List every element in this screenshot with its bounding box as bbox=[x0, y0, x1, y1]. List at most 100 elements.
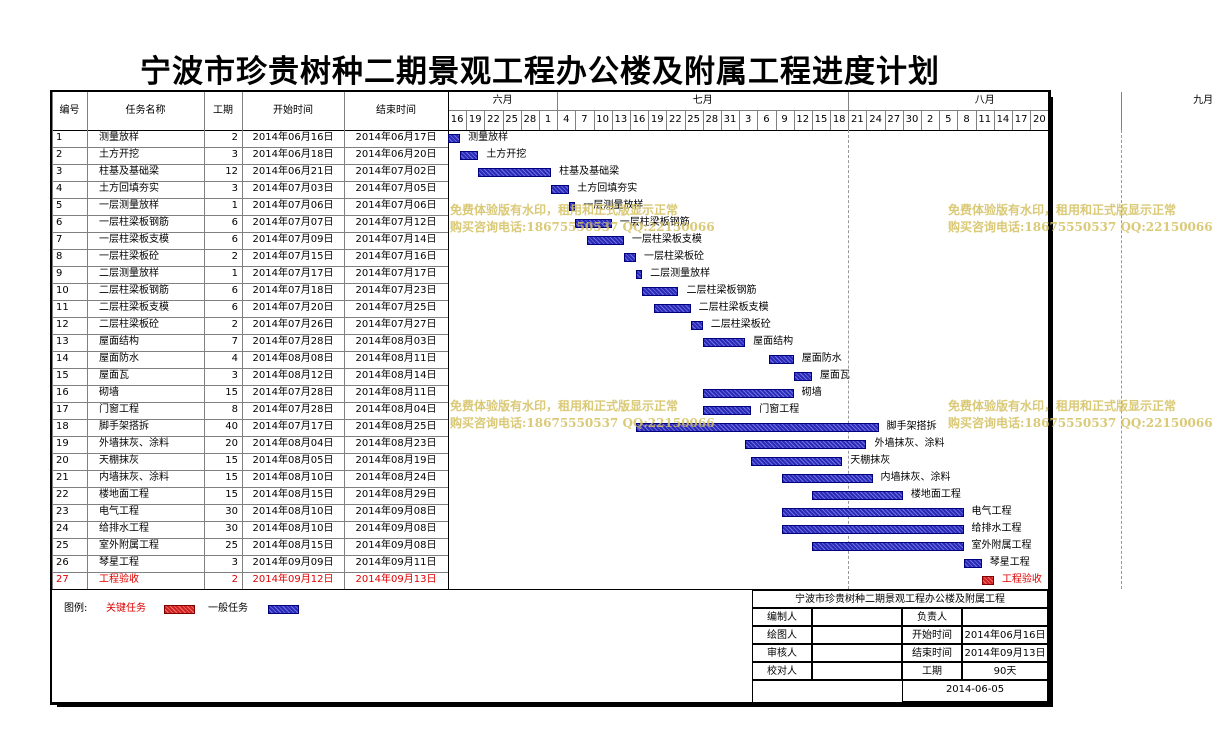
task-bar[interactable] bbox=[690, 321, 703, 330]
title-block-blank bbox=[812, 608, 902, 626]
month-header: 九月 bbox=[1193, 95, 1214, 106]
day-tick-divider bbox=[739, 110, 741, 130]
task-duration: 1 bbox=[231, 200, 238, 211]
task-end: 2014年09月11日 bbox=[355, 557, 437, 568]
task-name: 柱基及基础梁 bbox=[99, 166, 159, 177]
task-bar[interactable] bbox=[636, 270, 643, 279]
task-bar[interactable] bbox=[781, 474, 873, 483]
day-tick-divider bbox=[666, 110, 668, 130]
task-duration: 8 bbox=[231, 404, 238, 415]
day-tick-divider bbox=[593, 110, 595, 130]
task-bar[interactable] bbox=[751, 457, 843, 466]
task-end: 2014年08月23日 bbox=[355, 438, 437, 449]
row-gridline bbox=[52, 470, 448, 471]
task-bar[interactable] bbox=[793, 372, 812, 381]
task-bar[interactable] bbox=[702, 389, 794, 398]
day-tick-divider bbox=[921, 110, 923, 130]
row-gridline bbox=[52, 300, 448, 301]
task-bar[interactable] bbox=[811, 542, 964, 551]
title-block-end-label: 结束时间 bbox=[902, 644, 962, 662]
day-tick-divider bbox=[993, 110, 995, 130]
task-bar[interactable] bbox=[781, 525, 964, 534]
task-end: 2014年07月23日 bbox=[355, 285, 437, 296]
task-id: 5 bbox=[56, 200, 63, 211]
task-bar-label: 屋面结构 bbox=[753, 336, 794, 347]
task-bar[interactable] bbox=[654, 304, 691, 313]
critical-task-bar[interactable] bbox=[981, 576, 994, 585]
row-gridline bbox=[52, 385, 448, 386]
day-tick-divider bbox=[830, 110, 832, 130]
task-end: 2014年07月16日 bbox=[355, 251, 437, 262]
row-gridline bbox=[52, 436, 448, 437]
day-tick-divider bbox=[684, 110, 686, 130]
legend-critical-swatch bbox=[164, 605, 195, 614]
task-start: 2014年07月07日 bbox=[252, 217, 334, 228]
task-bar[interactable] bbox=[769, 355, 794, 364]
row-gridline bbox=[52, 334, 448, 335]
task-bar[interactable] bbox=[636, 423, 879, 432]
task-bar[interactable] bbox=[702, 406, 752, 415]
task-start: 2014年08月10日 bbox=[252, 506, 334, 517]
day-tick-label: 7 bbox=[581, 114, 588, 125]
watermark-text: 免费体验版有水印，租用和正式版显示正常 bbox=[948, 399, 1177, 413]
task-end: 2014年07月14日 bbox=[355, 234, 437, 245]
day-tick-label: 9 bbox=[781, 114, 788, 125]
month-header: 八月 bbox=[974, 95, 995, 106]
task-start: 2014年07月18日 bbox=[252, 285, 334, 296]
task-bar[interactable] bbox=[460, 151, 479, 160]
day-tick-label: 19 bbox=[468, 114, 482, 125]
task-duration: 15 bbox=[225, 455, 238, 466]
task-bar[interactable] bbox=[569, 202, 576, 211]
task-id: 22 bbox=[56, 489, 69, 500]
title-block-checker-label: 校对人 bbox=[752, 662, 812, 680]
title-block-blank bbox=[812, 626, 902, 644]
row-gridline bbox=[52, 572, 448, 573]
task-end: 2014年08月29日 bbox=[355, 489, 437, 500]
task-bar-label: 屋面瓦 bbox=[819, 370, 850, 381]
task-bar[interactable] bbox=[642, 287, 679, 296]
day-tick-divider bbox=[957, 110, 959, 130]
day-tick-divider bbox=[975, 110, 977, 130]
task-bar[interactable] bbox=[623, 253, 636, 262]
day-tick-divider bbox=[866, 110, 868, 130]
row-gridline bbox=[52, 453, 448, 454]
task-bar[interactable] bbox=[448, 134, 461, 143]
task-end: 2014年07月05日 bbox=[355, 183, 437, 194]
task-bar-label: 屋面防水 bbox=[801, 353, 842, 364]
task-bar[interactable] bbox=[745, 440, 867, 449]
day-tick-label: 22 bbox=[669, 114, 682, 125]
task-end: 2014年08月11日 bbox=[355, 387, 437, 398]
task-bar[interactable] bbox=[587, 236, 624, 245]
day-tick-divider bbox=[720, 110, 722, 130]
task-end: 2014年06月20日 bbox=[355, 149, 437, 160]
day-tick-divider bbox=[575, 110, 577, 130]
task-start: 2014年07月17日 bbox=[252, 268, 334, 279]
column-gridline bbox=[448, 92, 449, 589]
task-bar[interactable] bbox=[781, 508, 964, 517]
task-bar[interactable] bbox=[963, 559, 982, 568]
task-end: 2014年08月25日 bbox=[355, 421, 437, 432]
column-gridline bbox=[204, 92, 205, 589]
task-start: 2014年08月15日 bbox=[252, 540, 334, 551]
header-no: 编号 bbox=[59, 105, 80, 116]
month-boundary-line bbox=[1121, 130, 1123, 589]
task-duration: 40 bbox=[225, 421, 238, 432]
day-tick-label: 24 bbox=[869, 114, 882, 125]
day-tick-divider bbox=[939, 110, 941, 130]
task-bar[interactable] bbox=[478, 168, 552, 177]
day-tick-divider bbox=[502, 110, 504, 130]
task-bar[interactable] bbox=[551, 185, 570, 194]
task-bar[interactable] bbox=[575, 219, 612, 228]
task-bar-label: 内墙抹灰、涂料 bbox=[880, 472, 951, 483]
row-gridline bbox=[52, 351, 448, 352]
day-tick-label: 10 bbox=[596, 114, 609, 125]
row-gridline bbox=[52, 419, 448, 420]
task-bar[interactable] bbox=[811, 491, 903, 500]
task-bar-label: 一层柱梁板砼 bbox=[644, 251, 704, 262]
task-bar[interactable] bbox=[702, 338, 746, 347]
day-tick-label: 12 bbox=[796, 114, 810, 125]
day-tick-divider bbox=[538, 110, 540, 130]
month-header: 六月 bbox=[492, 95, 513, 106]
day-tick-label: 16 bbox=[632, 114, 646, 125]
